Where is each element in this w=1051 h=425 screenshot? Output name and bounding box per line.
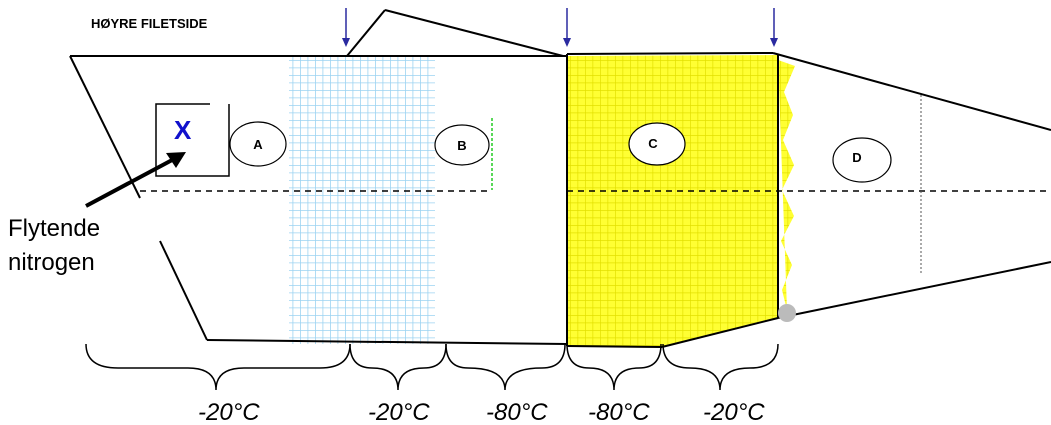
nitrogen-arrow	[85, 152, 186, 208]
zone-a-label: A	[253, 137, 263, 152]
marker-x: X	[174, 115, 192, 145]
nitrogen-label-line2: nitrogen	[8, 249, 95, 276]
zone-a: A	[229, 121, 287, 167]
temperature-label-2: -20°C	[368, 399, 430, 425]
diagram-title: HØYRE FILETSIDE	[91, 16, 208, 31]
down-arrow-3	[770, 8, 778, 47]
temperature-label-3: -80°C	[486, 399, 548, 425]
zone-b: B	[434, 124, 490, 166]
fillet-outline	[69, 9, 1051, 348]
temperature-label-4: -80°C	[588, 399, 650, 425]
marker-box	[155, 103, 230, 177]
down-arrow-2	[563, 8, 571, 47]
grey-dot	[778, 304, 796, 322]
brace-2	[349, 343, 447, 391]
yellow-freezing-zone	[567, 55, 778, 347]
temperature-label-5: -20°C	[703, 399, 765, 425]
zone-d: D	[832, 137, 892, 183]
temperature-braces	[85, 343, 779, 391]
nitrogen-label-line1: Flytende	[8, 215, 100, 242]
zone-d-label: D	[852, 150, 861, 165]
down-arrow-1	[342, 8, 350, 47]
temperature-label-1: -20°C	[198, 399, 260, 425]
zone-b-label: B	[457, 138, 466, 153]
brace-1	[85, 343, 351, 391]
brace-5	[662, 343, 779, 391]
blue-cooling-zone	[289, 57, 435, 344]
zone-c: C	[628, 122, 686, 166]
brace-3	[445, 343, 566, 391]
brace-4	[566, 343, 662, 391]
yellow-zigzag-edge	[778, 60, 795, 310]
zone-c-label: C	[648, 136, 658, 151]
